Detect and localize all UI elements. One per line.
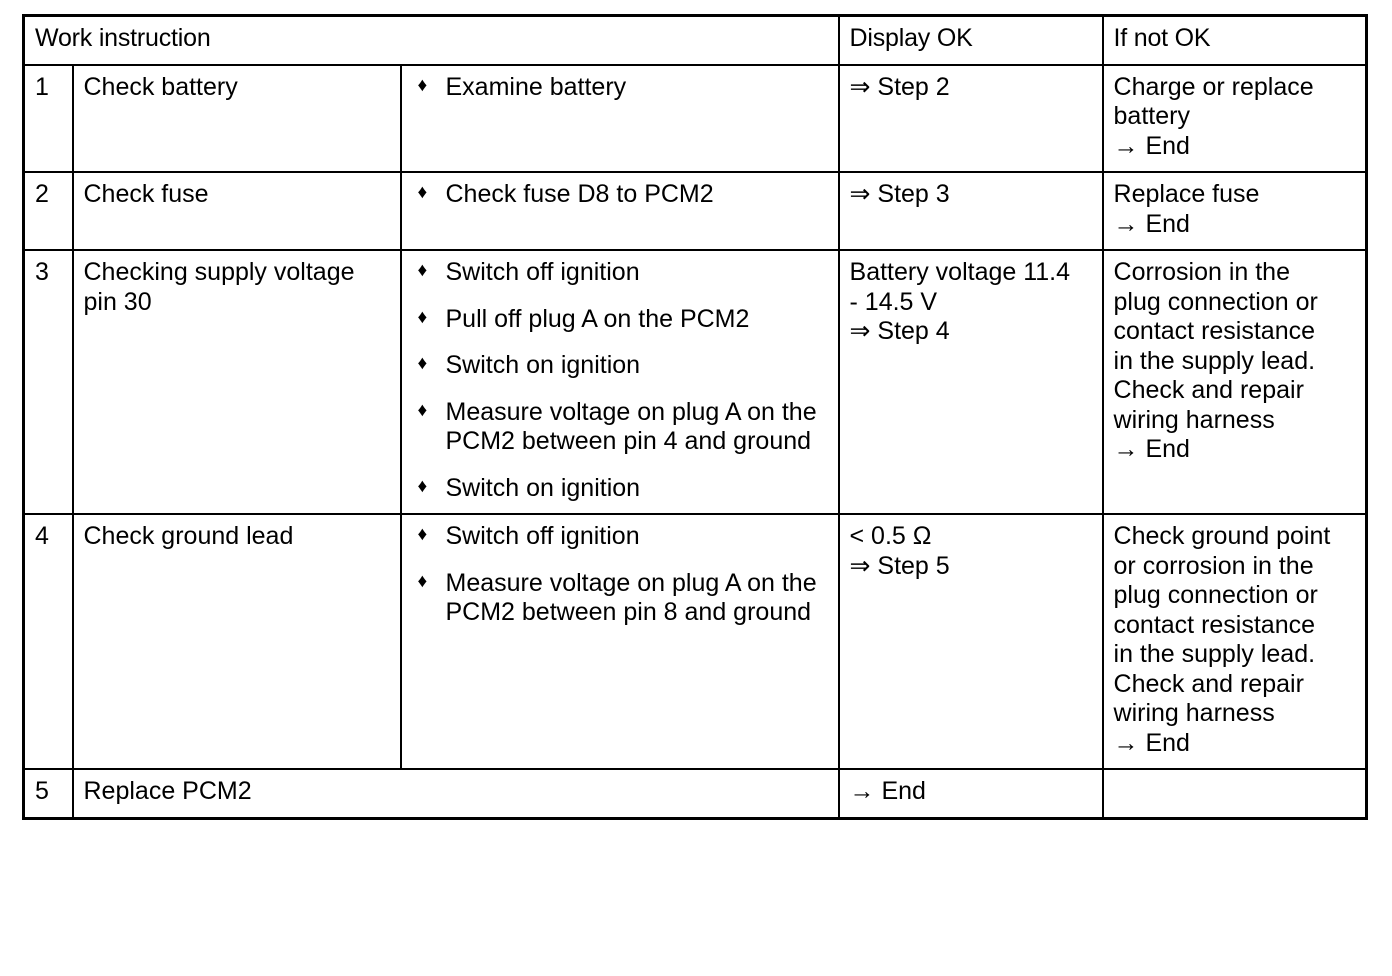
table-row: 2 Check fuse ♦ Check fuse D8 to PCM2 ⇒ S… bbox=[22, 171, 1368, 251]
step-display-ok: ⇒ Step 2 bbox=[837, 63, 1104, 173]
list-item: ♦ Measure voltage on plug A on the PCM2 … bbox=[412, 398, 828, 457]
step-if-not-ok: Check ground point or corrosion in the p… bbox=[1101, 513, 1368, 770]
list-item: ♦ Pull off plug A on the PCM2 bbox=[412, 305, 828, 335]
step-display-ok: < 0.5 Ω ⇒ Step 5 bbox=[837, 513, 1104, 770]
step-if-not-ok: Replace fuse → End bbox=[1101, 171, 1368, 251]
action-text: Measure voltage on plug A on the PCM2 be… bbox=[445, 397, 817, 456]
header-if-not-ok: If not OK bbox=[1101, 14, 1368, 66]
step-actions: ♦ Switch off ignition ♦ Measure voltage … bbox=[399, 513, 840, 770]
action-text: Examine battery bbox=[445, 72, 627, 101]
diamond-bullet-icon: ♦ bbox=[417, 74, 428, 96]
if-not-ok-line: battery bbox=[1113, 102, 1190, 130]
if-not-ok-line: wiring harness bbox=[1113, 699, 1275, 727]
step-actions: ♦ Switch off ignition ♦ Pull off plug A … bbox=[399, 249, 840, 515]
step-number: 5 bbox=[22, 768, 74, 819]
work-instruction-table: Work instruction Display OK If not OK 1 … bbox=[22, 14, 1369, 820]
diamond-bullet-icon: ♦ bbox=[417, 570, 428, 592]
display-ok-line: - 14.5 V bbox=[849, 287, 938, 316]
action-text: Switch off ignition bbox=[445, 522, 640, 550]
if-not-ok-line: contact resistance bbox=[1113, 317, 1316, 345]
step-number: 1 bbox=[22, 63, 74, 173]
diamond-bullet-icon: ♦ bbox=[417, 182, 428, 203]
if-not-ok-line: in the supply lead. bbox=[1113, 640, 1316, 668]
if-not-ok-line: plug connection or bbox=[1113, 287, 1318, 316]
diamond-bullet-icon: ♦ bbox=[417, 353, 428, 374]
table-header: Work instruction Display OK If not OK bbox=[22, 14, 1368, 66]
action-text: Switch off ignition bbox=[445, 258, 640, 286]
action-list: ♦ Examine battery bbox=[412, 73, 828, 103]
display-ok-line: < 0.5 Ω bbox=[849, 522, 932, 550]
step-display-ok: ⇒ Step 3 bbox=[837, 171, 1104, 251]
diamond-bullet-icon: ♦ bbox=[417, 475, 428, 497]
action-list: ♦ Switch off ignition ♦ Measure voltage … bbox=[412, 522, 828, 628]
action-text: Check fuse D8 to PCM2 bbox=[445, 180, 714, 208]
if-not-ok-line: Check ground point bbox=[1113, 522, 1331, 550]
action-text: Switch on ignition bbox=[445, 351, 641, 379]
if-not-ok-line: Check and repair bbox=[1113, 376, 1304, 404]
if-not-ok-line: → End bbox=[1113, 435, 1190, 463]
step-if-not-ok bbox=[1101, 768, 1368, 819]
if-not-ok-line: contact resistance bbox=[1113, 610, 1316, 639]
diamond-bullet-icon: ♦ bbox=[417, 260, 428, 281]
display-ok-line: ⇒ Step 2 bbox=[849, 72, 950, 101]
if-not-ok-line: in the supply lead. bbox=[1113, 346, 1316, 375]
display-ok-line: Battery voltage 11.4 bbox=[849, 258, 1071, 286]
step-instruction: Check ground lead bbox=[71, 513, 402, 770]
action-list: ♦ Switch off ignition ♦ Pull off plug A … bbox=[412, 258, 828, 503]
table-body: 1 Check battery ♦ Examine battery ⇒ Step… bbox=[22, 63, 1368, 819]
list-item: ♦ Examine battery bbox=[412, 73, 828, 103]
header-work-instruction: Work instruction bbox=[22, 14, 840, 66]
step-number: 3 bbox=[22, 249, 74, 515]
header-row: Work instruction Display OK If not OK bbox=[22, 14, 1368, 66]
step-actions: ♦ Check fuse D8 to PCM2 bbox=[399, 171, 840, 251]
step-if-not-ok: Charge or replace battery → End bbox=[1101, 63, 1368, 173]
step-number: 2 bbox=[22, 171, 74, 251]
list-item: ♦ Measure voltage on plug A on the PCM2 … bbox=[412, 569, 828, 628]
action-text: Measure voltage on plug A on the PCM2 be… bbox=[445, 568, 817, 627]
list-item: ♦ Switch off ignition bbox=[412, 522, 828, 552]
if-not-ok-line: → End bbox=[1113, 728, 1190, 757]
step-number: 4 bbox=[22, 513, 74, 770]
display-ok-line: ⇒ Step 5 bbox=[849, 551, 950, 580]
if-not-ok-line: wiring harness bbox=[1113, 405, 1275, 434]
if-not-ok-line: Charge or replace bbox=[1113, 72, 1314, 101]
diamond-bullet-icon: ♦ bbox=[417, 306, 428, 328]
step-instruction: Check battery bbox=[71, 63, 402, 173]
step-instruction: Replace PCM2 bbox=[71, 768, 840, 819]
step-if-not-ok: Corrosion in the plug connection or cont… bbox=[1101, 249, 1368, 515]
step-instruction: Check fuse bbox=[71, 171, 402, 251]
action-text: Pull off plug A on the PCM2 bbox=[445, 304, 750, 333]
step-instruction: Checking supply voltage pin 30 bbox=[71, 249, 402, 515]
list-item: ♦ Switch on ignition bbox=[412, 474, 828, 504]
table-row: 4 Check ground lead ♦ Switch off ignitio… bbox=[22, 513, 1368, 770]
table-row: 5 Replace PCM2 → End bbox=[22, 768, 1368, 819]
diamond-bullet-icon: ♦ bbox=[417, 399, 428, 421]
if-not-ok-line: → End bbox=[1113, 131, 1190, 160]
list-item: ♦ Check fuse D8 to PCM2 bbox=[412, 180, 828, 210]
display-ok-line: ⇒ Step 3 bbox=[849, 180, 950, 208]
step-actions: ♦ Examine battery bbox=[399, 63, 840, 173]
if-not-ok-line: → End bbox=[1113, 209, 1190, 238]
if-not-ok-line: Corrosion in the bbox=[1113, 258, 1290, 286]
list-item: ♦ Switch on ignition bbox=[412, 351, 828, 381]
table-row: 1 Check battery ♦ Examine battery ⇒ Step… bbox=[22, 63, 1368, 173]
table-row: 3 Checking supply voltage pin 30 ♦ Switc… bbox=[22, 249, 1368, 515]
step-display-ok: Battery voltage 11.4 - 14.5 V ⇒ Step 4 bbox=[837, 249, 1104, 515]
if-not-ok-line: or corrosion in the bbox=[1113, 551, 1314, 580]
if-not-ok-line: plug connection or bbox=[1113, 581, 1318, 609]
display-ok-line: ⇒ Step 4 bbox=[849, 317, 950, 345]
list-item: ♦ Switch off ignition bbox=[412, 258, 828, 288]
action-list: ♦ Check fuse D8 to PCM2 bbox=[412, 180, 828, 210]
diamond-bullet-icon: ♦ bbox=[417, 524, 428, 545]
step-display-ok: → End bbox=[837, 768, 1104, 819]
if-not-ok-line: Replace fuse bbox=[1113, 180, 1260, 208]
action-text: Switch on ignition bbox=[445, 473, 641, 502]
header-display-ok: Display OK bbox=[837, 14, 1104, 66]
if-not-ok-line: Check and repair bbox=[1113, 669, 1304, 698]
display-ok-line: → End bbox=[849, 777, 926, 805]
